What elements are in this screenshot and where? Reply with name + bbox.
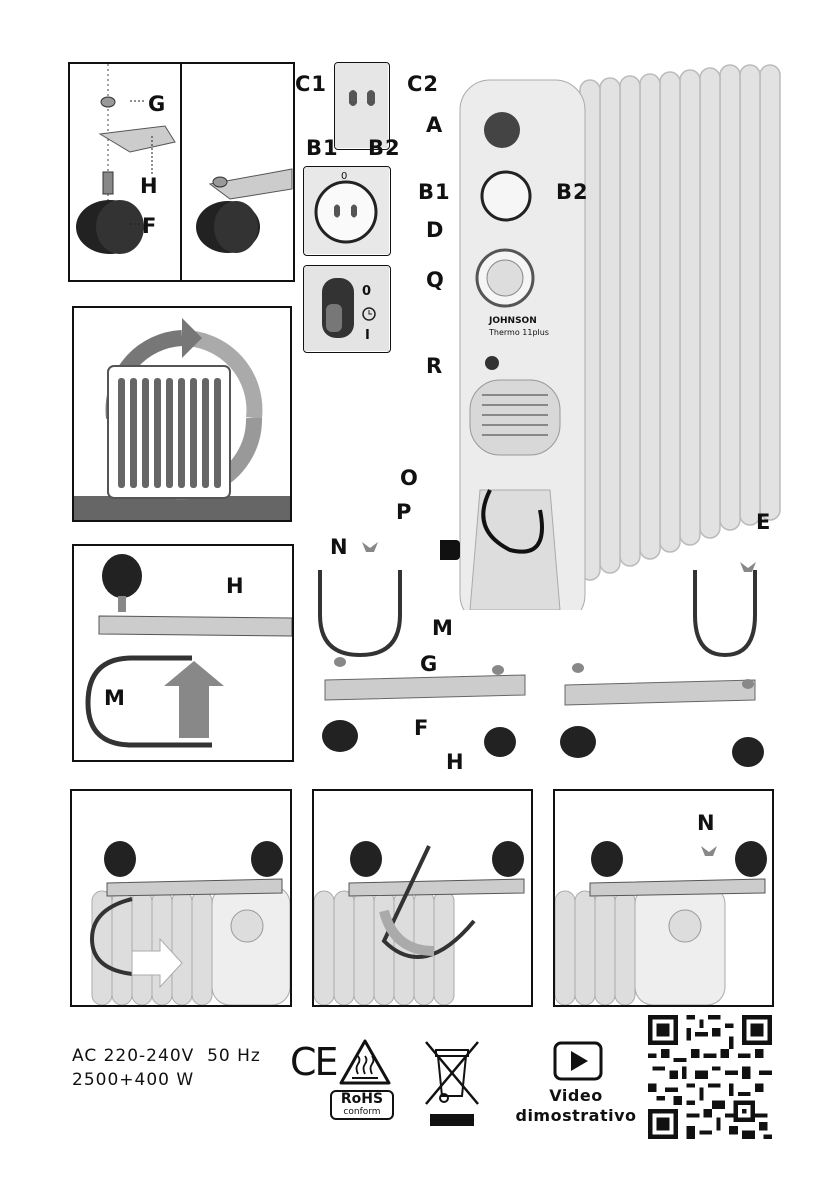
video-caption[interactable]: Video dimostrativo [512,1086,640,1126]
label-b2: B2 [556,180,589,204]
hot-surface-warning-icon [338,1038,392,1086]
brand-model: Thermo 11plus [489,328,549,337]
rohs-conform: conform [332,1107,392,1117]
rohs-badge: RoHS conform [330,1090,394,1120]
video-line-2: dimostrativo [512,1106,640,1126]
rohs-title: RoHS [332,1092,392,1107]
switch-off-mark: 0 [362,284,371,299]
label-g-1: G [148,92,166,116]
label-r: R [426,354,443,378]
label-f-1: F [142,214,157,238]
qr-code[interactable] [648,1015,772,1139]
label-a: A [426,113,443,137]
switch-on-mark: I [365,328,370,343]
video-line-1: Video [512,1086,640,1106]
label-p: P [396,500,412,524]
panel-bracket-hook: H M [72,544,294,762]
label-m-3: M [104,686,126,710]
feet-parts-illustration [300,530,820,780]
bracket-hook-illustration [74,546,292,760]
tilt-heater-icon [74,308,290,520]
label-b1-inset: B1 [306,136,339,160]
inset-timer-switch: 0 I [303,265,391,353]
wheel-assembly-illustration [70,64,293,280]
spec-power: 2500+400 W [72,1068,261,1092]
brand-name: JOHNSON [489,316,537,326]
panel-step-1 [70,789,292,1007]
label-h-3: H [226,574,245,598]
panel-do-not-tilt [72,306,292,522]
label-o: O [400,466,419,490]
label-n-step: N [697,811,716,835]
knob-zero-mark: 0 [341,171,347,182]
label-c1: C1 [295,72,327,96]
panel-wheel-assembly: G H F [68,62,295,282]
inset-power-knob: 0 [303,166,391,256]
spec-voltage: AC 220-240V 50 Hz [72,1044,261,1068]
label-d: D [426,218,444,242]
label-h-1: H [140,174,159,198]
label-b2-inset: B2 [368,136,401,160]
weee-bin-icon [422,1040,482,1130]
ce-mark-icon: CE [290,1040,337,1084]
panel-step-3: N [553,789,774,1007]
label-q: Q [426,268,445,292]
play-button-icon[interactable] [552,1040,604,1082]
panel-step-2 [312,789,533,1007]
label-c2: C2 [407,72,439,96]
label-b1: B1 [418,180,451,204]
electrical-specs: AC 220-240V 50 Hz 2500+400 W [72,1044,261,1092]
